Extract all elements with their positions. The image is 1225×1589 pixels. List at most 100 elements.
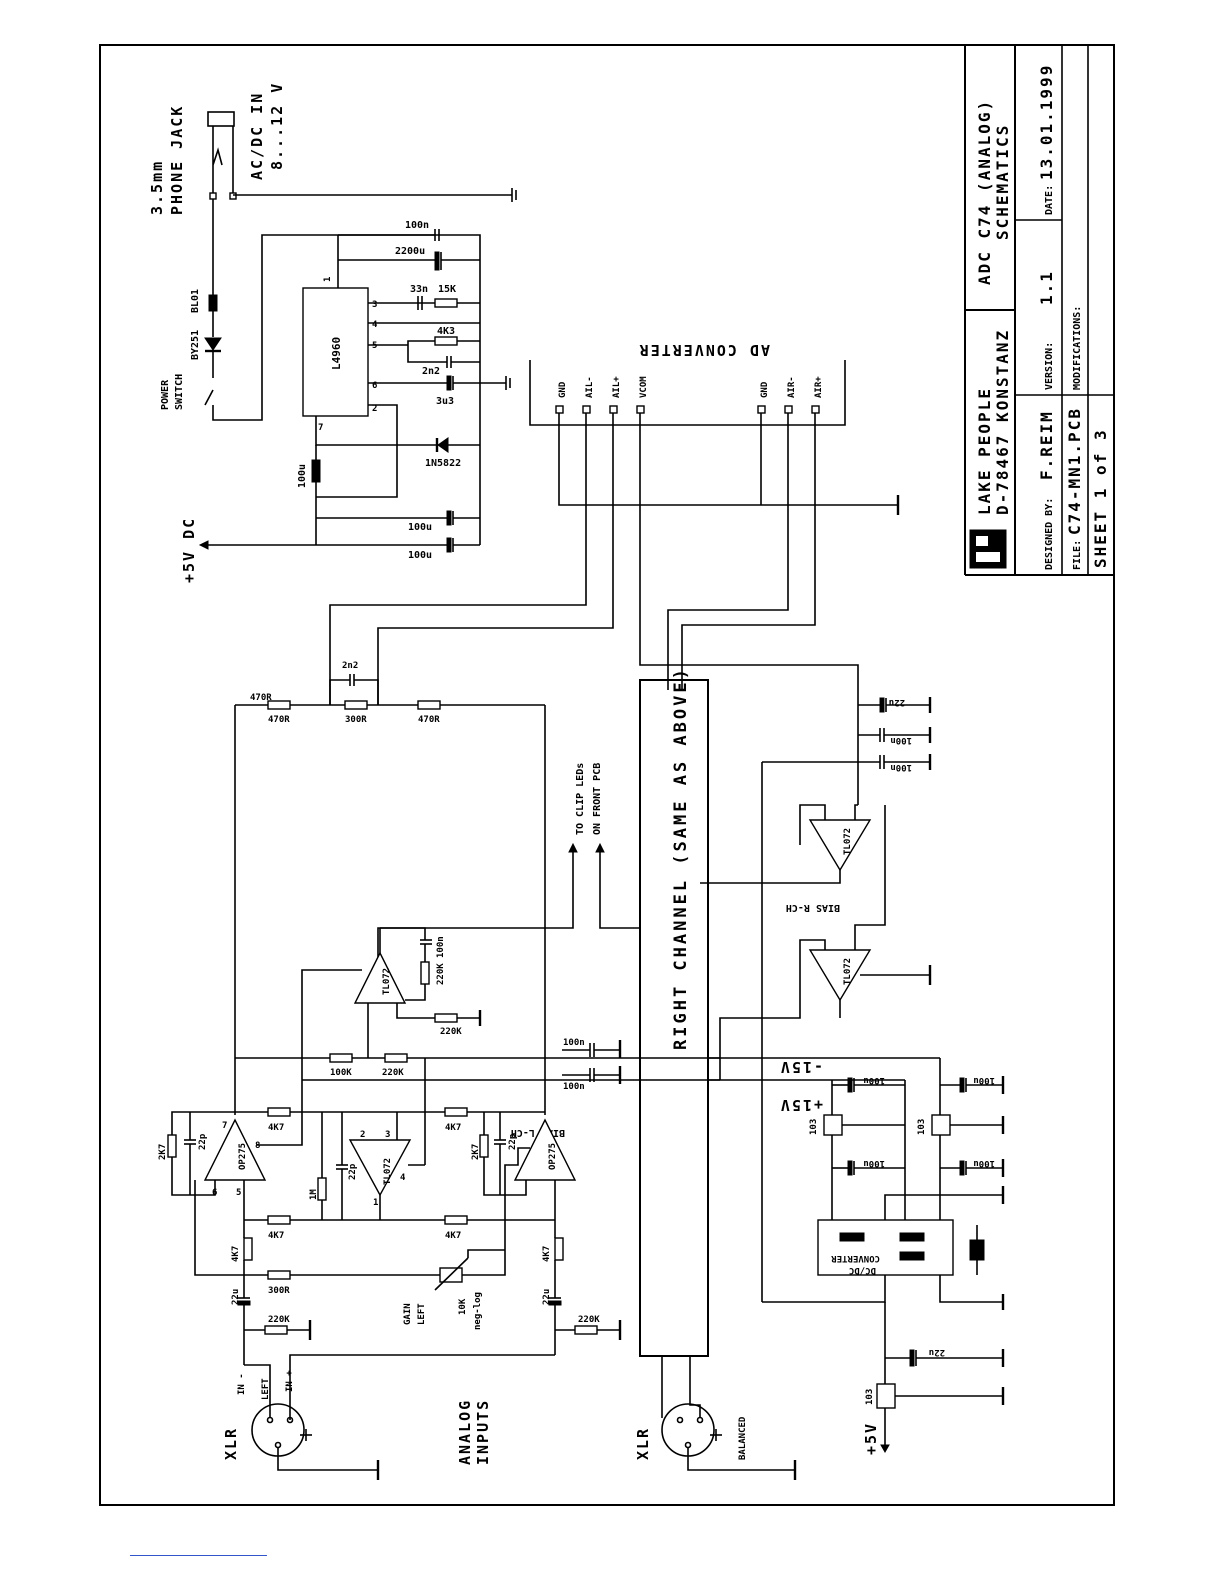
r470a-text: 470R	[268, 715, 290, 725]
tl072-upper-label: TL072	[843, 828, 853, 855]
r2k7b-text: 2K7	[471, 1144, 481, 1160]
acdc-label-2: 8...12 V	[268, 82, 286, 170]
r220kb-text: 220K	[578, 1315, 600, 1325]
inductor-label: 100u	[297, 464, 308, 488]
r470a-label: 470R	[250, 693, 272, 703]
r470b-text: 470R	[418, 715, 440, 725]
c103-1-text: 103	[809, 1119, 819, 1135]
op-tl072-clip-label: TL072	[382, 968, 392, 995]
power-switch	[204, 389, 214, 406]
lake-people-logo	[969, 529, 1007, 569]
supply-section: -15V +15V 100u 103 100u 100u 103 100u	[708, 1057, 1005, 1455]
c22pb-text: 22p	[348, 1163, 358, 1180]
clip-label-2: ON FRONT PCB	[592, 763, 603, 835]
l4960-regulator	[302, 287, 369, 417]
reg-pin-2: 2	[372, 404, 377, 414]
c103-2-text: 103	[917, 1119, 927, 1135]
c100u-1-text: 100u	[863, 1075, 885, 1085]
sheet-number: SHEET 1 of 3	[1091, 428, 1110, 568]
c100nb-text: 100n	[563, 1082, 585, 1092]
c-2n2-label: 2n2	[422, 366, 440, 377]
r220kc-text: 220K	[440, 1027, 462, 1037]
designed-by-value: F.REIM	[1037, 410, 1056, 480]
jack-label-1: 3.5mm	[148, 160, 166, 215]
phone-jack-symbol	[207, 111, 237, 200]
dcdc-label-2: CONVERTER	[831, 1253, 880, 1263]
by251-label: BY251	[190, 330, 201, 360]
c-out2-label: 100u	[408, 550, 432, 561]
bl01-ferrite	[208, 294, 218, 312]
file-label: FILE:	[1072, 540, 1083, 570]
ad-pin-ail-minus: AIL-	[585, 376, 595, 398]
op275l-pin5: 5	[236, 1188, 241, 1198]
by251-diode	[204, 337, 222, 351]
balanced-label: BALANCED	[738, 1416, 748, 1460]
date-label: DATE:	[1044, 185, 1055, 215]
r2k7a-text: 2K7	[158, 1144, 168, 1160]
plus15v-label: +15V	[779, 1096, 823, 1114]
c-2200u-label: 2200u	[395, 246, 425, 257]
ad-pin-air-minus: AIR-	[787, 376, 797, 398]
clip-label-1: TO CLIP LEDs	[575, 763, 586, 835]
l4960-label: L4960	[330, 337, 343, 370]
op275l-pin7: 7	[222, 1121, 227, 1131]
dcdc-label-1: DC/DC	[849, 1265, 876, 1275]
ad-pin-air-plus: AIR+	[814, 376, 824, 398]
ad-pin-vcom: VCOM	[639, 376, 649, 398]
r4k7a-text: 4K7	[268, 1123, 284, 1133]
c22ua-text: 22u	[231, 1289, 241, 1305]
1n5822-label: 1N5822	[425, 458, 461, 469]
gain-label-2: LEFT	[417, 1303, 427, 1325]
c22u-right-text: 22u	[889, 697, 905, 707]
version-value: 1.1	[1037, 270, 1056, 305]
designed-by-label: DESIGNED BY:	[1044, 498, 1055, 570]
op-tl072-mid-label: TL072	[383, 1158, 393, 1185]
tl072-lower-label: TL072	[843, 958, 853, 985]
ad-pin-ail-plus: AIL+	[612, 376, 622, 398]
jack-label-2: PHONE JACK	[168, 105, 186, 215]
minus15v-label: -15V	[779, 1058, 823, 1076]
op-tl072-upper	[808, 819, 872, 872]
c100u-4-text: 100u	[973, 1158, 995, 1168]
xlr-right-label: XLR	[634, 1427, 652, 1460]
r4k7b-text: 4K7	[445, 1123, 461, 1133]
right-channel-block: RIGHT CHANNEL (SAME AS ABOVE)	[639, 666, 709, 1357]
bias-l-label: BIAS L-CH	[511, 1127, 565, 1138]
r300b-text: 300R	[268, 1286, 290, 1296]
pot-label-2: neg-log	[473, 1292, 483, 1330]
c100n-clip-text: 100n	[436, 936, 446, 958]
c22pc-text: 22p	[508, 1133, 518, 1150]
reg-pin-4: 4	[372, 320, 378, 330]
right-channel-label: RIGHT CHANNEL (SAME AS ABOVE)	[671, 666, 691, 1050]
c100u-3-text: 100u	[973, 1075, 995, 1085]
tl072mid-pin1: 1	[373, 1198, 378, 1208]
r220kd-text: 220K	[436, 963, 446, 985]
footer-link-underline[interactable]	[130, 1555, 267, 1556]
c-33n-label: 33n	[410, 284, 428, 295]
op275l-pin8: 8	[255, 1141, 260, 1151]
c100na-text: 100n	[563, 1038, 585, 1048]
c22pa-text: 22p	[198, 1133, 208, 1150]
in-plus-label: IN +	[285, 1370, 295, 1392]
company-address: D-78467 KONSTANZ	[993, 329, 1012, 515]
inductor-100u	[311, 459, 321, 483]
c22u-supply-text: 22u	[929, 1347, 945, 1357]
ad-converter-block: AD CONVERTER GND AIL- AIL+ VCOM GND AIR-…	[329, 341, 900, 805]
gain-label-1: GAIN	[403, 1303, 413, 1325]
power-supply-section: 3.5mm PHONE JACK AC/DC IN 8...12 V BL01 …	[148, 82, 517, 583]
switch-label-2: SWITCH	[174, 374, 185, 410]
left-channel-section: 470R 470R 300R 470R 2n2 TO CLIP LEDs ON …	[158, 661, 720, 1480]
bias-r-label: BIAS R-CH	[786, 902, 840, 913]
r220ka-text: 220K	[268, 1315, 290, 1325]
c103-3-text: 103	[865, 1389, 875, 1405]
switch-label-1: POWER	[160, 379, 171, 410]
ad-converter-title: AD CONVERTER	[638, 341, 770, 359]
date-value: 13.01.1999	[1037, 64, 1056, 180]
r1m-text: 1M	[309, 1189, 319, 1200]
c100nb-right-text: 100n	[890, 762, 912, 772]
r4k7e-text: 4K7	[231, 1246, 241, 1262]
schottky-diode	[437, 437, 449, 453]
schematic-title: ADC C74 (ANALOG)	[975, 99, 994, 285]
pot-label-1: 10K	[458, 1298, 468, 1315]
